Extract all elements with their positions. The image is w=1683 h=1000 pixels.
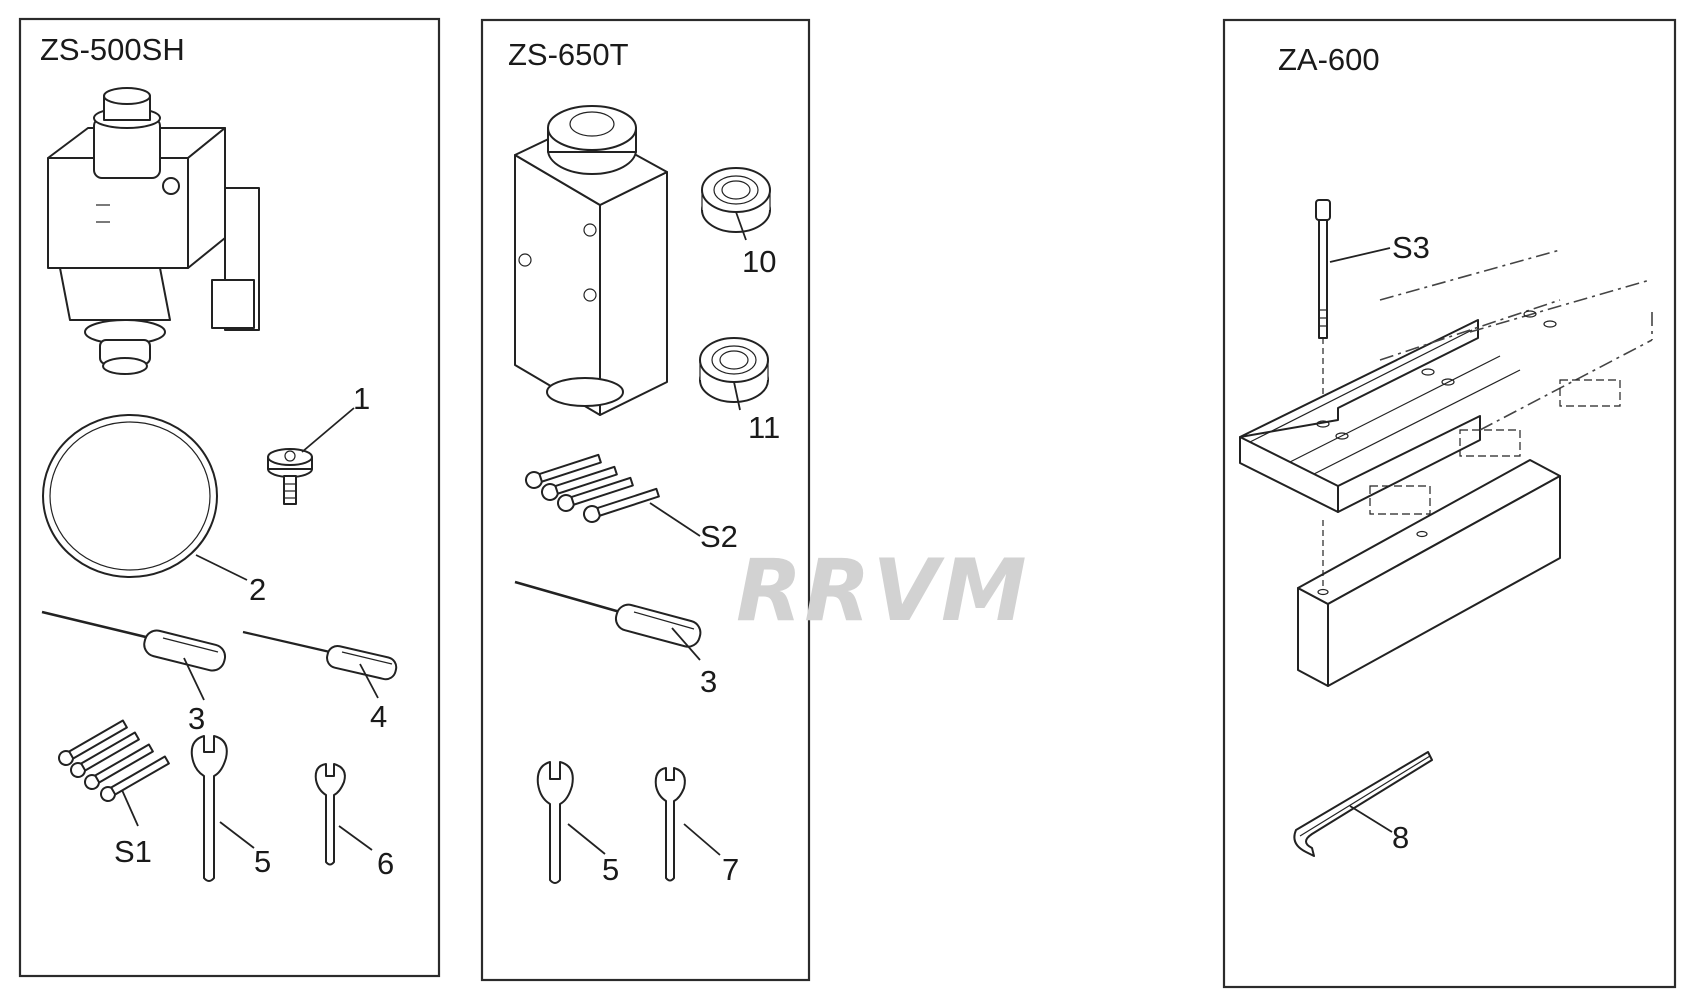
label-part-1: 1 [353,381,370,416]
label-part-11: 11 [748,410,780,445]
label-part-s1: S1 [114,834,152,869]
label-part-5: 5 [254,844,271,879]
wrench-icon [536,761,574,884]
wrench-icon [314,763,346,866]
label-part-3: 3 [188,701,205,736]
bearing-icon [701,167,771,233]
screwdriver-icon [242,630,398,681]
label-part-10: 10 [742,244,776,279]
thumb-screw-icon [267,448,313,505]
panel-zs-650t-title: ZS-650T [508,37,629,72]
spindle-unit-icon [47,87,260,375]
spindle-block-icon [514,105,668,416]
long-bolt-icon [1315,199,1331,420]
hex-key-icon [1293,751,1433,857]
t-slot-table-icon [1239,249,1653,515]
panel-za-600: ZA-600 [1222,18,1677,989]
label-part-5: 5 [602,852,619,887]
label-part-3: 3 [700,664,717,699]
support-block-icon [1297,459,1561,687]
wrench-icon [190,735,228,882]
panel-zs-500sh: ZS-500SH [18,17,441,978]
label-part-6: 6 [377,846,394,881]
label-part-4: 4 [370,699,387,734]
watermark: RRVM [736,541,1029,641]
panel-zs-650t: ZS-650T [480,18,811,982]
label-part-7: 7 [722,852,739,887]
screwdriver-icon [41,610,227,672]
bolt-set-icon [58,719,170,802]
drive-belt-icon [42,414,218,578]
wrench-icon [654,767,686,882]
label-part-s2: S2 [700,519,738,554]
label-part-s3: S3 [1392,230,1430,265]
label-part-2: 2 [249,572,266,607]
panel-za-600-title: ZA-600 [1278,42,1380,77]
bolt-set-icon [525,453,660,523]
panel-zs-500sh-title: ZS-500SH [40,32,185,67]
bearing-icon [699,337,769,403]
label-part-8: 8 [1392,820,1409,855]
